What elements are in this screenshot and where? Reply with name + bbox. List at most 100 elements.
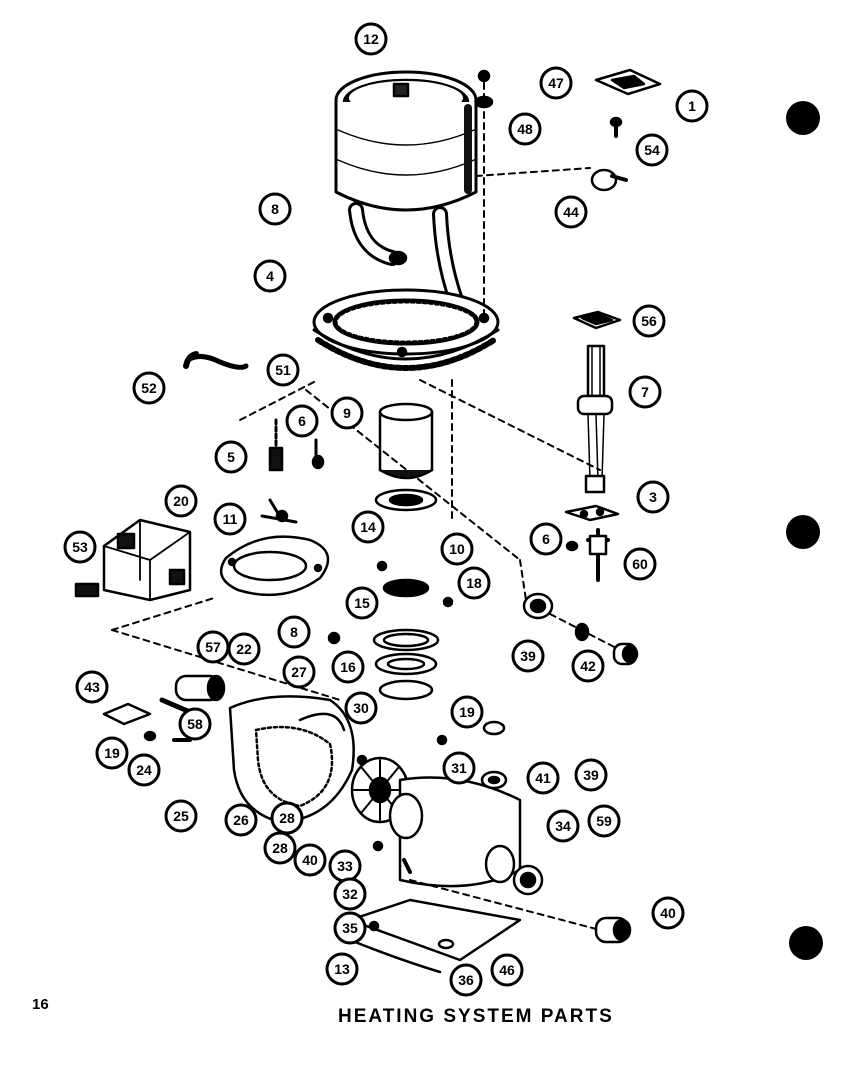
callout-8: 8	[258, 192, 292, 226]
callout-circle	[529, 522, 563, 556]
callout-number: 30	[353, 700, 369, 716]
callout-number: 8	[290, 624, 298, 640]
callout-number: 7	[641, 384, 649, 400]
callout-41: 41	[526, 761, 560, 795]
callout-number: 12	[363, 31, 379, 47]
cylinder-part-9	[378, 402, 434, 480]
callout-60: 60	[623, 547, 657, 581]
callout-number: 28	[279, 810, 295, 826]
callout-number: 19	[104, 745, 120, 761]
callout-circle	[331, 650, 365, 684]
callout-34: 34	[546, 809, 580, 843]
callout-circle	[526, 761, 560, 795]
callout-circle	[574, 758, 608, 792]
callout-30: 30	[344, 691, 378, 725]
callout-circle	[263, 831, 297, 865]
callout-5: 5	[214, 440, 248, 474]
callout-number: 3	[649, 489, 657, 505]
callout-circle	[325, 952, 359, 986]
callout-circle	[344, 691, 378, 725]
callout-number: 26	[233, 812, 249, 828]
callout-number: 40	[660, 905, 676, 921]
callout-number: 43	[84, 679, 100, 695]
callout-number: 39	[583, 767, 599, 783]
callout-44: 44	[554, 195, 588, 229]
callout-number: 20	[173, 493, 189, 509]
callout-46: 46	[490, 953, 524, 987]
callout-circle	[214, 440, 248, 474]
callout-circle	[623, 547, 657, 581]
callout-circle	[457, 566, 491, 600]
callout-circle	[351, 510, 385, 544]
callout-43: 43	[75, 670, 109, 704]
diagram-title: HEATING SYSTEM PARTS	[338, 1006, 614, 1027]
callout-circle	[635, 133, 669, 167]
callout-circle	[539, 66, 573, 100]
callout-circle	[258, 192, 292, 226]
callout-circle	[132, 371, 166, 405]
callout-number: 19	[459, 704, 475, 720]
callout-circle	[511, 639, 545, 673]
callout-number: 6	[298, 413, 306, 429]
callout-32: 32	[333, 877, 367, 911]
callout-26: 26	[224, 803, 258, 837]
clip-part-52	[183, 351, 249, 370]
callout-10: 10	[440, 532, 474, 566]
callout-12: 12	[354, 22, 388, 56]
sensor-part-44	[590, 168, 628, 192]
callout-number: 4	[266, 268, 274, 284]
callout-circle	[224, 803, 258, 837]
callout-number: 32	[342, 886, 358, 902]
callout-58: 58	[178, 707, 212, 741]
callout-18: 18	[457, 566, 491, 600]
callout-circle	[282, 655, 316, 689]
callout-31: 31	[442, 751, 476, 785]
callout-circle	[330, 396, 364, 430]
callout-1: 1	[675, 89, 709, 123]
callout-number: 27	[291, 664, 307, 680]
motor-part-57	[174, 674, 226, 702]
callout-57: 57	[196, 630, 230, 664]
callout-16: 16	[331, 650, 365, 684]
callout-number: 53	[72, 539, 88, 555]
callout-56: 56	[632, 304, 666, 338]
callout-59: 59	[587, 804, 621, 838]
callout-circle	[75, 670, 109, 704]
binder-hole-middle	[786, 515, 820, 549]
callout-number: 10	[449, 541, 465, 557]
callout-number: 56	[641, 313, 657, 329]
callout-circle	[333, 877, 367, 911]
callout-number: 52	[141, 380, 157, 396]
callout-number: 24	[136, 762, 152, 778]
callout-circle	[253, 259, 287, 293]
callout-circle	[632, 304, 666, 338]
igniter-part-7	[572, 310, 622, 494]
callout-circle	[490, 953, 524, 987]
callout-4: 4	[253, 259, 287, 293]
callout-number: 35	[342, 920, 358, 936]
callout-circle	[345, 586, 379, 620]
callout-number: 39	[520, 648, 536, 664]
binder-hole-top	[786, 101, 820, 135]
callout-number: 57	[205, 639, 221, 655]
callout-19: 19	[95, 736, 129, 770]
callout-number: 5	[227, 449, 235, 465]
callout-circle	[270, 801, 304, 835]
callout-number: 51	[275, 362, 291, 378]
callout-6: 6	[285, 404, 319, 438]
callout-number: 47	[548, 75, 564, 91]
callout-circle	[285, 404, 319, 438]
callout-9: 9	[330, 396, 364, 430]
callout-42: 42	[571, 649, 605, 683]
callout-circle	[440, 532, 474, 566]
callout-47: 47	[539, 66, 573, 100]
callout-28: 28	[263, 831, 297, 865]
callout-circle	[63, 530, 97, 564]
callout-25: 25	[164, 799, 198, 833]
base-plate-part-36	[348, 898, 522, 974]
callout-number: 48	[517, 121, 533, 137]
callout-circle	[178, 707, 212, 741]
callout-24: 24	[127, 753, 161, 787]
burner-chamber-drawing	[334, 70, 478, 308]
